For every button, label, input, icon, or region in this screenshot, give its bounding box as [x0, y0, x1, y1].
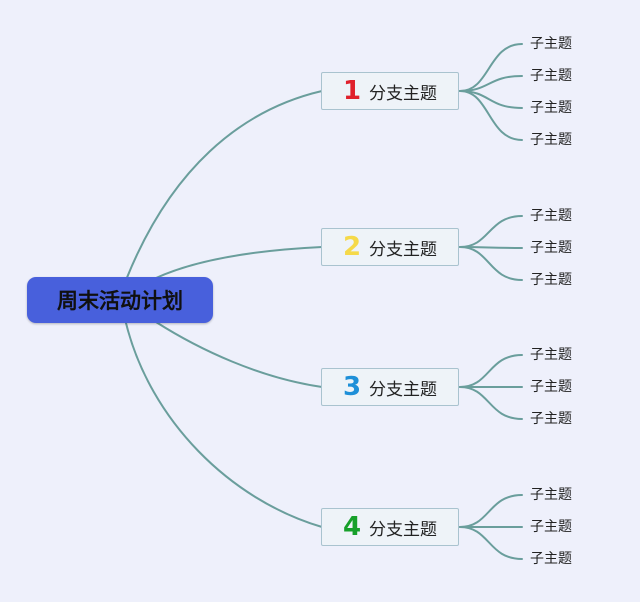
- subtopic-3-3[interactable]: 子主题: [530, 411, 572, 427]
- link-branch-2-sub-1: [459, 215, 523, 248]
- link-root-branch-3: [155, 321, 323, 388]
- branch-label-4: 分支主题: [369, 519, 438, 540]
- branch-label-2: 分支主题: [369, 239, 438, 260]
- subtopic-3-1[interactable]: 子主题: [530, 347, 572, 363]
- link-root-branch-1: [125, 90, 323, 281]
- link-branch-1-sub-1: [459, 43, 523, 92]
- subtopic-2-1[interactable]: 子主题: [530, 208, 572, 224]
- branch-number-1: 1: [342, 76, 362, 106]
- branch-number-2: 2: [342, 232, 362, 262]
- subtopic-4-2[interactable]: 子主题: [530, 519, 572, 535]
- link-branch-2-sub-3: [459, 246, 523, 281]
- subtopic-1-3[interactable]: 子主题: [530, 100, 572, 116]
- subtopic-4-1[interactable]: 子主题: [530, 487, 572, 503]
- branch-topic-2[interactable]: 2 分支主题: [321, 228, 459, 266]
- subtopic-1-4[interactable]: 子主题: [530, 132, 572, 148]
- branch-number-4: 4: [342, 512, 362, 542]
- link-branch-4-sub-3: [459, 526, 523, 560]
- link-root-branch-2: [155, 246, 323, 279]
- link-branch-3-sub-3: [459, 386, 523, 420]
- link-branch-3-sub-1: [459, 354, 523, 388]
- central-topic[interactable]: 周末活动计划: [27, 277, 213, 323]
- branch-topic-1[interactable]: 1 分支主题: [321, 72, 459, 110]
- branch-label-1: 分支主题: [369, 83, 438, 104]
- subtopic-1-2[interactable]: 子主题: [530, 68, 572, 84]
- branch-topic-4[interactable]: 4 分支主题: [321, 508, 459, 546]
- central-topic-label: 周末活动计划: [57, 289, 183, 313]
- subtopic-2-3[interactable]: 子主题: [530, 272, 572, 288]
- link-root-branch-4: [125, 322, 323, 528]
- branch-topic-3[interactable]: 3 分支主题: [321, 368, 459, 406]
- subtopic-1-1[interactable]: 子主题: [530, 36, 572, 52]
- subtopic-2-2[interactable]: 子主题: [530, 240, 572, 256]
- link-branch-4-sub-1: [459, 494, 523, 528]
- link-branch-1-sub-4: [459, 90, 523, 141]
- subtopic-3-2[interactable]: 子主题: [530, 379, 572, 395]
- subtopic-4-3[interactable]: 子主题: [530, 551, 572, 567]
- branch-number-3: 3: [342, 372, 362, 402]
- branch-label-3: 分支主题: [369, 379, 438, 400]
